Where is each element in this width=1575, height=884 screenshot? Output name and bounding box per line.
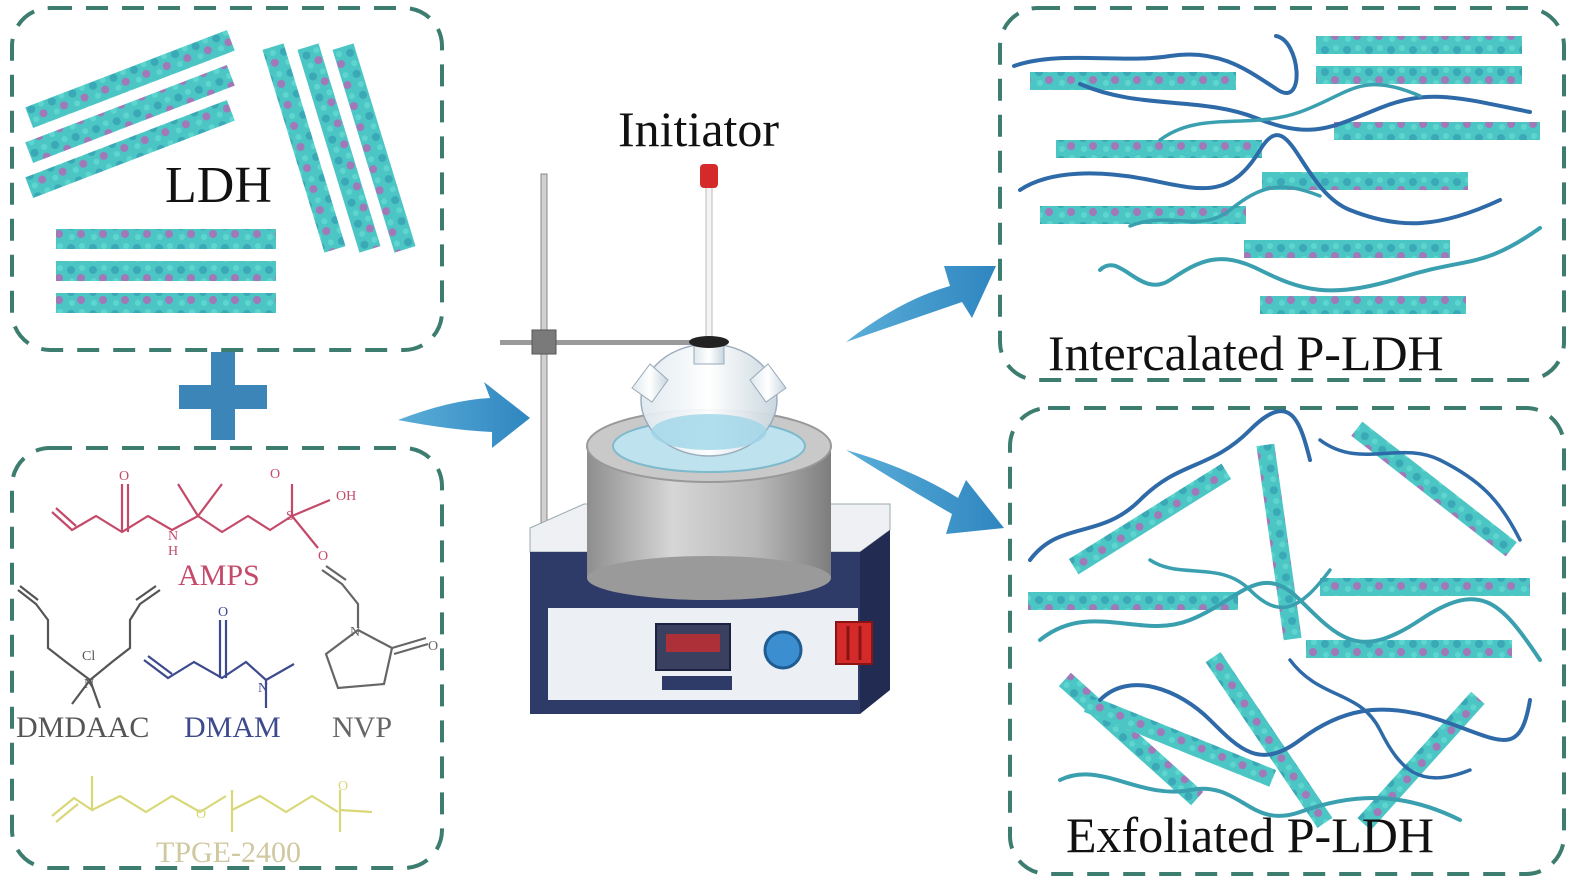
tpge-atom-o2: O	[338, 779, 348, 794]
exfoliated-layers	[1028, 421, 1530, 831]
amps-label: AMPS	[178, 559, 260, 592]
exfoliated-panel	[1008, 406, 1566, 876]
tpge-label: TPGE-2400	[156, 836, 301, 869]
power-switch	[835, 621, 873, 665]
arrow-to-reactor	[398, 382, 530, 448]
dropper-tube	[705, 185, 713, 339]
amps-atom-s: S	[286, 509, 294, 524]
dmam-label: DMAM	[184, 711, 281, 744]
ldh-stack-horizontal	[56, 229, 276, 313]
amps-structure	[51, 483, 331, 549]
reactor-apparatus	[500, 164, 891, 714]
exfoliated-polymer-chains	[1028, 409, 1542, 822]
plus-icon	[179, 352, 267, 440]
amps-atom-o2: O	[270, 467, 280, 482]
nvp-label: NVP	[332, 711, 392, 744]
dmdaac-structure	[17, 585, 161, 709]
flask-neck-center	[693, 345, 725, 365]
dmam-structure	[143, 620, 295, 708]
amps-atom-o1: O	[119, 469, 129, 484]
arrow-to-intercalated	[846, 266, 996, 342]
ldh-panel	[10, 6, 444, 352]
intercalated-label: Intercalated P-LDH	[1048, 325, 1444, 381]
dmdaac-atom-cl: Cl	[82, 649, 95, 664]
intercalated-panel	[998, 6, 1566, 382]
flask-liquid	[651, 414, 767, 450]
dmdaac-label: DMDAAC	[16, 711, 149, 744]
ldh-label: LDH	[165, 157, 272, 214]
heater-side	[860, 530, 890, 714]
control-knob	[763, 630, 803, 670]
amps-atom-n: N	[168, 529, 178, 544]
nvp-structure	[321, 565, 429, 690]
clamp-arm	[500, 340, 710, 345]
flask-neck-left	[631, 363, 669, 403]
tpge-structure	[51, 776, 373, 832]
amps-atom-o3: O	[318, 549, 328, 564]
initiator-label: Initiator	[618, 101, 779, 157]
clamp-block	[531, 329, 557, 355]
dmam-atom-n: N	[258, 681, 268, 696]
arrow-to-exfoliated	[846, 450, 1004, 534]
amps-atom-oh: OH	[336, 489, 356, 504]
ldh-stack-diagonal	[25, 30, 235, 198]
flask-stopper	[689, 336, 729, 348]
dmdaac-atom-n: N	[84, 677, 94, 692]
monomer-panel	[10, 446, 444, 870]
ldh-stack-steep	[262, 43, 416, 253]
nvp-atom-o: O	[428, 639, 438, 654]
nvp-atom-n: N	[350, 625, 360, 640]
display-digits	[666, 634, 720, 652]
dmam-atom-o: O	[218, 605, 228, 620]
bath-bottom	[587, 556, 831, 600]
exfoliated-label: Exfoliated P-LDH	[1066, 807, 1434, 863]
flask-neck-right	[749, 363, 787, 403]
amps-atom-h: H	[168, 544, 178, 559]
tpge-atom-o1: O	[196, 807, 206, 822]
dropper-cap	[700, 164, 718, 188]
display-keys	[662, 676, 732, 690]
intercalated-polymer-chains	[1012, 34, 1542, 293]
